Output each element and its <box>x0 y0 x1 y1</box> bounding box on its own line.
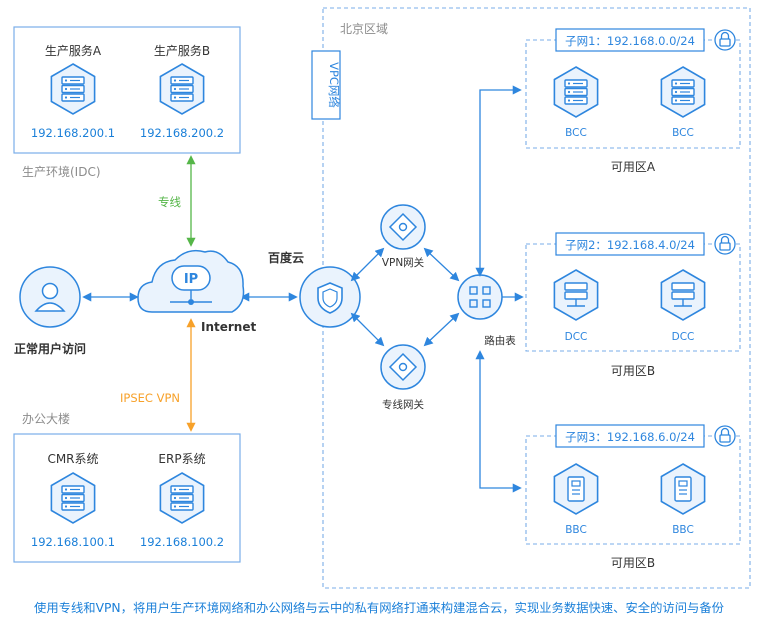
node-label: DCC <box>672 331 695 343</box>
idc-server-ip: 192.168.200.2 <box>140 126 224 140</box>
idc-group: 生产服务A 生产服务B 192.168.200.1 192.168.200.2 <box>13 26 241 154</box>
internet-node: IP Internet <box>137 249 256 334</box>
zone-label: 可用区A <box>611 160 656 174</box>
office-server-name: ERP系统 <box>158 452 205 466</box>
idc-label: 生产环境(IDC) <box>22 164 101 179</box>
caption: 使用专线和VPN，将用户生产环境网络和办公网络与云中的私有网络打通来构建混合云，… <box>34 600 724 615</box>
idc-server-ip: 192.168.200.1 <box>31 126 115 140</box>
user-node: 正常用户访问 <box>14 266 86 356</box>
node-label: BBC <box>565 524 587 536</box>
lock-icon <box>714 425 736 447</box>
baidu-cloud-label: 百度云 <box>268 250 304 265</box>
dedicated-router-connector <box>423 312 460 347</box>
internet-label: Internet <box>201 320 256 334</box>
node-label: BCC <box>672 127 694 139</box>
idc-server-name: 生产服务B <box>154 43 210 58</box>
dedicated-gateway-label: 专线网关 <box>382 398 424 411</box>
ip-badge: IP <box>184 272 198 287</box>
gateway-icon <box>388 352 418 382</box>
subnet-label: 子网3：192.168.6.0/24 <box>565 430 695 444</box>
subnet3-connector <box>475 350 522 493</box>
vpc-label: VPC网络 <box>327 62 341 108</box>
ipsec-vpn-label: IPSEC VPN <box>120 391 180 405</box>
vpn-router-connector <box>423 247 460 282</box>
vpc-tag: VPC网络 <box>311 50 341 120</box>
subnet-3: 子网3：192.168.6.0/24 BBC BBC <box>525 424 741 545</box>
dedicated-line-label: 专线 <box>158 195 181 209</box>
dedicated-gateway-connector <box>350 312 385 347</box>
server-icon <box>50 472 96 524</box>
subnet1-connector <box>475 85 522 277</box>
server-icon <box>50 63 96 115</box>
vpn-gateway-connector <box>350 247 385 282</box>
dcc-icon <box>553 269 599 321</box>
router-icon <box>469 286 491 308</box>
bbc-icon <box>553 463 599 515</box>
dedicated-gateway-node: 专线网关 <box>380 344 426 411</box>
bbc-icon <box>660 463 706 515</box>
node-label: BBC <box>672 524 694 536</box>
lock-icon <box>714 233 736 255</box>
office-server-ip: 192.168.100.1 <box>31 535 115 549</box>
gateway-icon <box>388 212 418 242</box>
vpn-gateway-node: VPN网关 <box>380 204 426 269</box>
office-label: 办公大楼 <box>22 411 70 426</box>
baidu-cloud-node: 百度云 <box>268 250 361 328</box>
office-server-ip: 192.168.100.2 <box>140 535 224 549</box>
idc-server-name: 生产服务A <box>45 43 102 58</box>
subnet-1: 子网1：192.168.0.0/24 BCC BCC <box>525 28 741 149</box>
shield-icon <box>317 282 343 314</box>
route-table-node: 路由表 <box>457 274 516 347</box>
user-label: 正常用户访问 <box>14 341 86 356</box>
zone-label: 可用区B <box>611 556 655 570</box>
zone-label: 可用区B <box>611 364 655 378</box>
office-server-name: CMR系统 <box>47 452 98 466</box>
server-icon <box>660 66 706 118</box>
route-table-label: 路由表 <box>484 334 516 347</box>
office-group: CMR系统 ERP系统 192.168.100.1 192.168.100.2 <box>13 433 241 563</box>
dcc-icon <box>660 269 706 321</box>
subnet-2: 子网2：192.168.4.0/24 DCC DCC <box>525 232 741 352</box>
node-label: BCC <box>565 127 587 139</box>
region-label: 北京区域 <box>340 22 388 36</box>
subnet-label: 子网2：192.168.4.0/24 <box>565 238 695 252</box>
server-icon <box>553 66 599 118</box>
node-label: DCC <box>565 331 588 343</box>
server-icon <box>159 63 205 115</box>
vpn-gateway-label: VPN网关 <box>382 256 425 269</box>
subnet-label: 子网1：192.168.0.0/24 <box>565 34 695 48</box>
lock-icon <box>714 29 736 51</box>
server-icon <box>159 472 205 524</box>
